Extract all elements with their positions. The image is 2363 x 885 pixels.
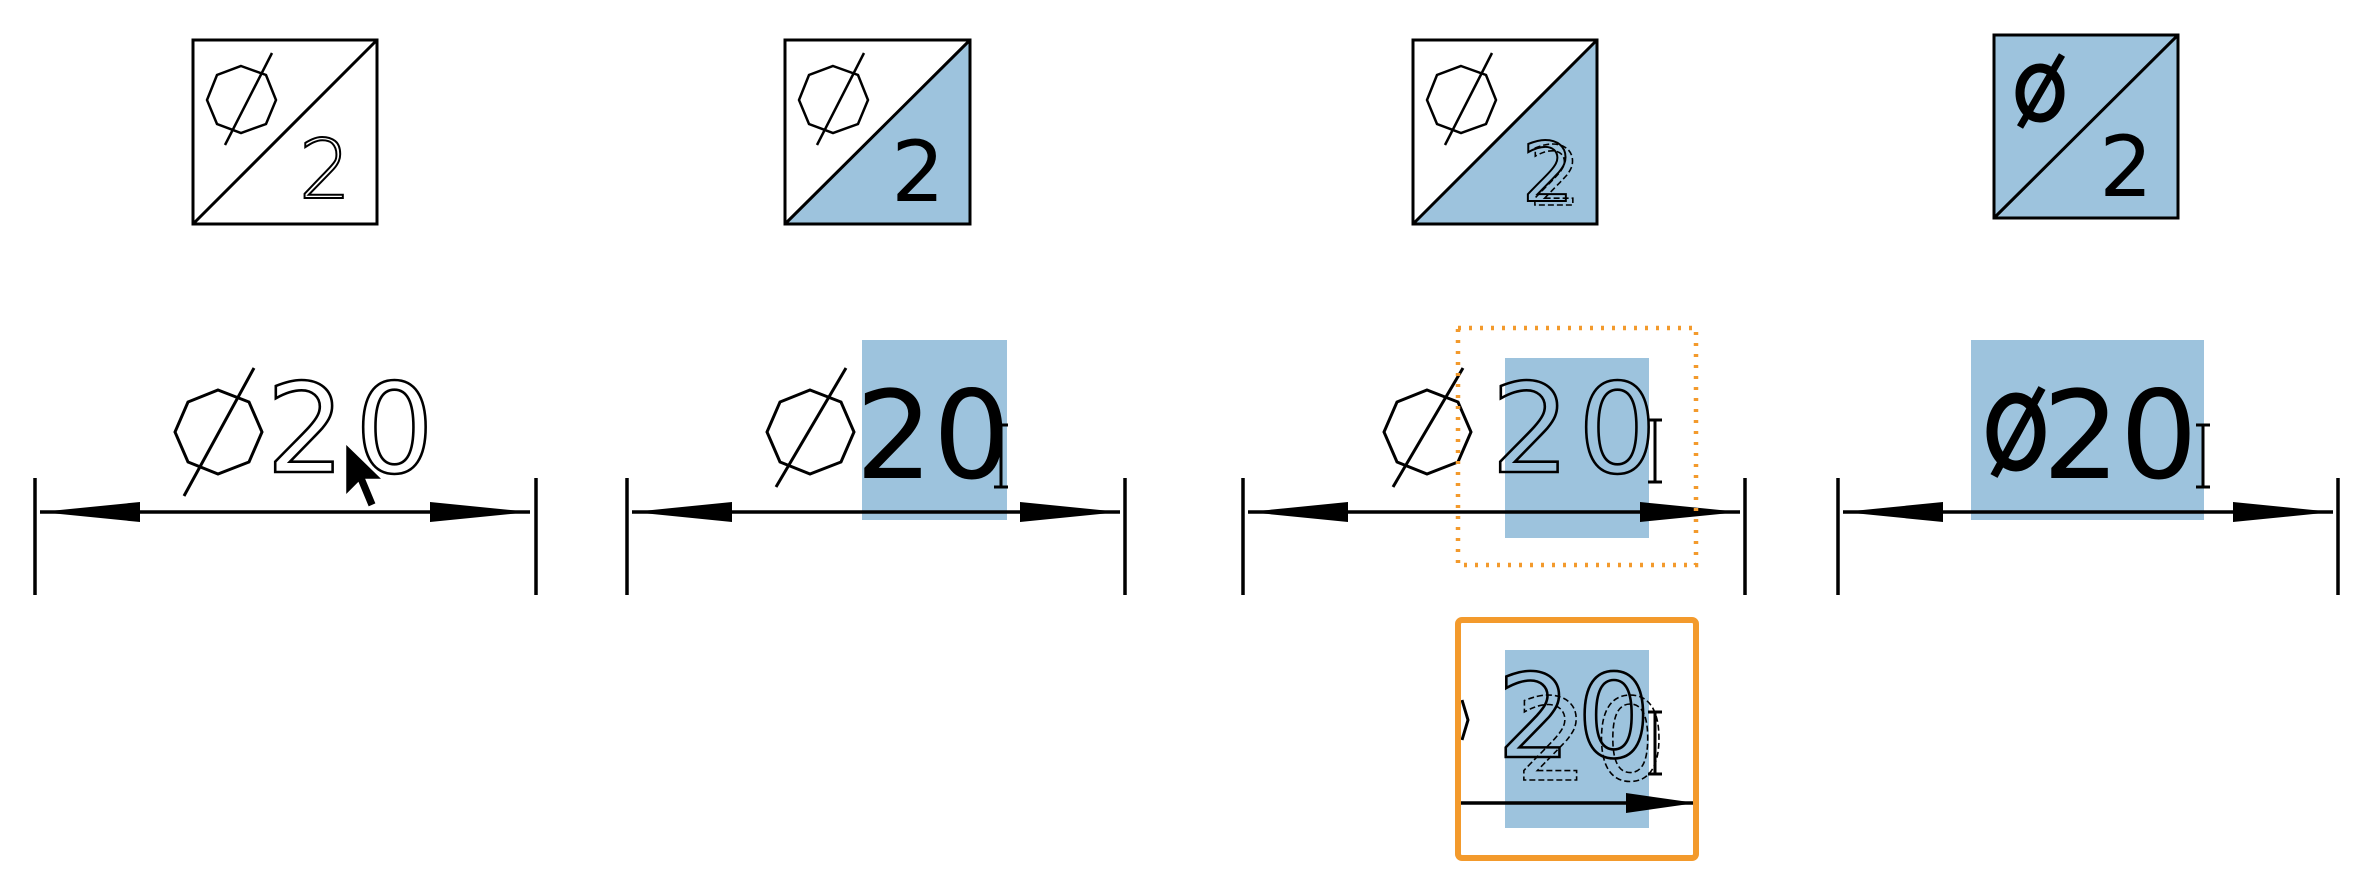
mouse-cursor-icon	[343, 439, 388, 510]
diameter-icon	[797, 64, 870, 135]
text-cursor-icon	[1648, 418, 1662, 484]
text-cursor-icon	[2196, 423, 2210, 489]
selection-frame	[1455, 617, 1699, 861]
arrowhead-right	[2233, 502, 2333, 522]
dimension-value: 20	[1491, 358, 1665, 502]
tile-diagonal	[1992, 33, 2180, 220]
tile-diagonal	[783, 38, 972, 226]
arrowhead-left	[1248, 502, 1348, 522]
tile-digit-ghost: 2	[1529, 130, 1581, 225]
tile-diagonal	[1411, 38, 1599, 226]
diameter-symbol	[765, 388, 856, 476]
dimension-value-ghost: 20	[1515, 674, 1672, 807]
tile-digit: 2	[299, 123, 351, 218]
tile-digit: 2	[2099, 118, 2152, 216]
tile-frame	[783, 38, 972, 226]
tile-frame	[1992, 33, 2180, 220]
diameter-icon	[2015, 63, 2065, 123]
dimension-ghosted: 20	[1241, 325, 1747, 595]
diameter-slash	[774, 367, 848, 488]
dimension-full-highlight: 20	[1836, 340, 2340, 595]
tile-ghosted: 2 2	[1411, 38, 1599, 226]
dimension-value: 20	[2042, 365, 2197, 507]
diameter-symbol-fragment	[1460, 699, 1470, 741]
diameter-slash	[815, 52, 866, 146]
diameter-slash	[1443, 52, 1494, 146]
arrowhead-left	[40, 502, 140, 522]
diameter-symbol	[1382, 388, 1473, 476]
tile-full-highlight: 2	[1992, 33, 2180, 220]
value-highlight	[862, 340, 1007, 520]
arrowhead-right	[1020, 502, 1120, 522]
value-highlight	[1505, 358, 1649, 538]
tile-digit: 2	[891, 123, 944, 221]
diameter-symbol	[1986, 392, 2046, 472]
dimension-number-highlight: 20	[625, 340, 1127, 595]
dimension-value: 20	[1497, 650, 1657, 785]
diameter-slash	[1391, 367, 1465, 488]
tile-frame	[191, 38, 379, 226]
diameter-slash	[2016, 53, 2066, 129]
diameter-slash	[223, 52, 274, 146]
diameter-slash	[182, 367, 256, 497]
diameter-symbol	[173, 388, 264, 476]
arrowhead-left	[632, 502, 732, 522]
dimension-value: 20	[855, 365, 1010, 507]
arrowhead-left	[1843, 502, 1943, 522]
diameter-icon	[205, 64, 278, 135]
tile-frame	[1411, 38, 1599, 226]
arrowhead-right	[430, 502, 530, 522]
zoom-inset: 20 20	[1455, 617, 1699, 861]
dimension-plain: 20	[33, 357, 538, 595]
tile-plain: 2	[191, 38, 379, 226]
text-cursor-icon	[994, 423, 1008, 489]
diameter-slash	[1990, 386, 2046, 478]
selection-marquee	[1455, 325, 1699, 568]
arrowhead-right	[1640, 502, 1740, 522]
tile-lower-highlight: 2	[783, 38, 972, 226]
text-cursor-icon	[1648, 710, 1662, 776]
arrowhead-right	[1626, 793, 1696, 813]
value-highlight	[1971, 340, 2204, 520]
tile-digit: 2	[1522, 126, 1574, 221]
tile-diagonal	[191, 38, 379, 226]
diameter-icon	[1425, 64, 1498, 135]
value-highlight	[1505, 650, 1649, 828]
